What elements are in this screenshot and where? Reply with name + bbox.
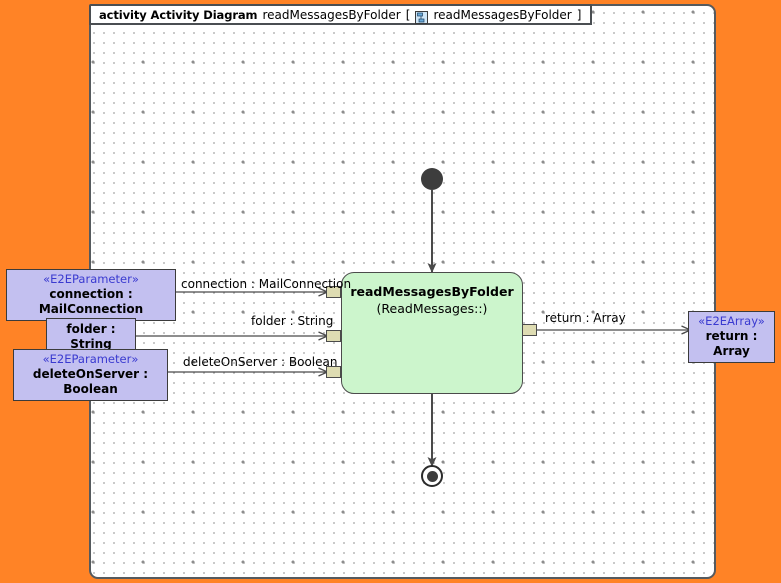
parameter-label: deleteOnServer : Boolean [32,367,149,396]
frame-element-name: readMessagesByFolder [433,7,572,22]
parameter-node-deleteOnServer[interactable]: «E2EParameter» deleteOnServer : Boolean [13,349,168,401]
frame-header[interactable]: activity Activity Diagram readMessagesBy… [89,4,593,25]
parameter-label: connection : MailConnection [38,287,144,316]
frame-bracket-open: [ [405,7,411,22]
edge-label-deleteOnServer: deleteOnServer : Boolean [183,355,338,369]
action-node-qualifier: (ReadMessages::) [376,301,488,316]
frame-keyword: activity Activity Diagram [99,7,258,22]
result-node-return[interactable]: «E2EArray» return : Array [688,311,775,363]
activity-diagram-frame [89,4,716,579]
result-label: return : Array [705,329,758,358]
parameter-stereotype: «E2EParameter» [43,272,139,286]
activity-diagram-icon [415,9,429,24]
edge-label-folder: folder : String [251,314,334,328]
frame-bracket-close: ] [576,7,582,22]
output-pin-return[interactable] [522,324,537,336]
parameter-label: folder : String [66,322,116,351]
edge-label-connection: connection : MailConnection [181,277,352,291]
action-node-name: readMessagesByFolder [350,284,514,299]
parameter-node-connection[interactable]: «E2EParameter» connection : MailConnecti… [6,269,176,321]
input-pin-folder[interactable] [326,330,341,342]
frame-diagram-name: readMessagesByFolder [262,7,401,22]
action-node-readMessagesByFolder[interactable]: readMessagesByFolder (ReadMessages::) [341,272,523,394]
edge-label-return: return : Array [545,311,626,325]
parameter-stereotype: «E2EParameter» [42,352,139,366]
activity-final-node-center [426,470,438,482]
initial-node[interactable] [421,168,443,190]
result-stereotype: «E2EArray» [698,314,765,328]
